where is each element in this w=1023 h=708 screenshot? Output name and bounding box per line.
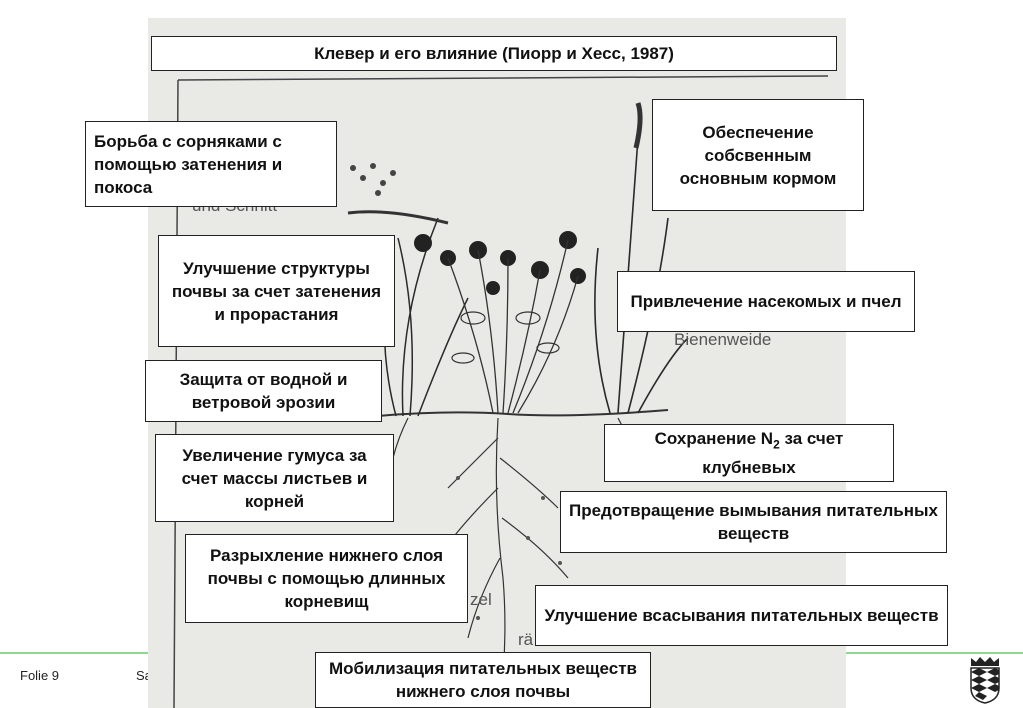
bg-text-ra: rä bbox=[518, 630, 534, 649]
label-loosening: Разрыхление нижнего слоя почвы с помощью… bbox=[185, 534, 468, 623]
bavarian-crest-icon bbox=[970, 657, 1000, 704]
label-feed-supply: Обеспечение собсвенным основным кормом bbox=[652, 99, 864, 211]
label-nitrogen-text: Сохранение N2 за счет клубневых bbox=[654, 428, 844, 478]
clover-drawing bbox=[173, 75, 829, 708]
label-soil-structure: Улучшение структуры почвы за счет затене… bbox=[158, 235, 395, 347]
bg-text-zel: zel bbox=[470, 590, 492, 609]
label-mobilization: Мобилизация питательных веществ нижнего … bbox=[315, 652, 651, 708]
slide-number: Folie 9 bbox=[20, 668, 60, 683]
bg-text-bienenweide: Bienenweide bbox=[674, 330, 772, 349]
label-absorption: Улучшение всасывания питательных веществ bbox=[535, 585, 948, 646]
page-title: Клевер и его влияние (Пиорр и Хесс, 1987… bbox=[151, 36, 837, 71]
label-nitrogen: Сохранение N2 за счет клубневых bbox=[604, 424, 894, 482]
label-weed-control: Борьба с сорняками с помощью затенения и… bbox=[85, 121, 337, 207]
footer-text: Sa bbox=[136, 668, 152, 683]
label-insects-bees: Привлечение насекомых и пчел bbox=[617, 271, 915, 332]
label-erosion-protection: Защита от водной и ветровой эрозии bbox=[145, 360, 382, 422]
label-humus: Увеличение гумуса за счет массы листьев … bbox=[155, 434, 394, 522]
label-leaching: Предотвращение вымывания питательных вещ… bbox=[560, 491, 947, 553]
